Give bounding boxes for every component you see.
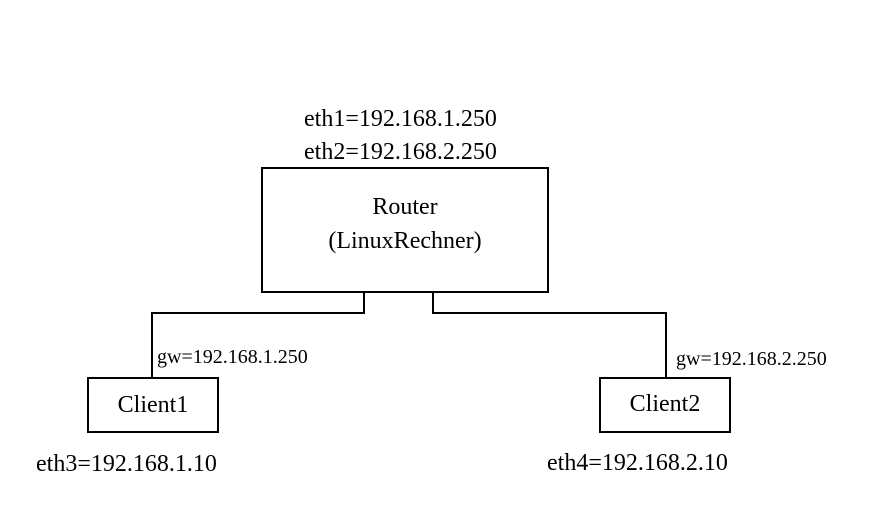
router-box: [261, 167, 549, 293]
router-subtitle: (LinuxRechner): [328, 228, 482, 254]
router-eth2-label: eth2=192.168.2.250: [304, 139, 497, 165]
client1-gateway-label: gw=192.168.1.250: [157, 346, 308, 368]
client2-gateway-label: gw=192.168.2.250: [676, 348, 827, 370]
router-name: Router: [372, 194, 438, 220]
client1-eth3-label: eth3=192.168.1.10: [36, 451, 217, 477]
client2-name: Client2: [629, 391, 701, 417]
link-router-client2: [432, 292, 667, 378]
client1-name: Client1: [117, 392, 189, 418]
router-eth1-label: eth1=192.168.1.250: [304, 106, 497, 132]
client2-eth4-label: eth4=192.168.2.10: [547, 450, 728, 476]
link-router-client1: [151, 292, 365, 378]
